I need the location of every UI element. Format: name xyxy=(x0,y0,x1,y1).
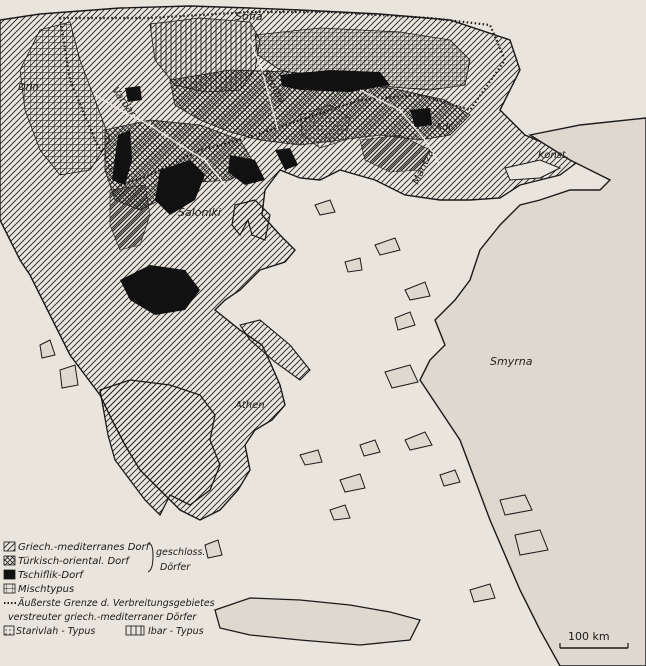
legend-bracket-label-2: Dörfer xyxy=(160,562,191,573)
label-konst: Konst. xyxy=(538,150,569,161)
scale-bar-label: 100 km xyxy=(568,630,610,643)
legend-label-misch: Mischtypus xyxy=(18,584,74,595)
label-saloniki: Saloniki xyxy=(178,206,221,219)
peloponnese xyxy=(99,379,221,517)
label-smyrna: Smyrna xyxy=(490,355,533,368)
tschiflik-4 xyxy=(275,148,298,170)
label-adr: Adr. xyxy=(434,122,455,133)
legend-swatch-griech xyxy=(3,541,16,552)
tschiflik-7 xyxy=(410,108,432,127)
label-athen: Athen xyxy=(234,400,265,411)
tschiflik-2 xyxy=(155,160,205,215)
legend-label-tschiflik: Tschiflik-Dorf xyxy=(18,570,84,581)
river-maritza xyxy=(359,89,441,166)
river-vardar xyxy=(94,94,226,186)
legend-label-starivlah: Starivlah - Typus xyxy=(16,626,95,637)
crete xyxy=(214,597,421,646)
legend-swatch-misch xyxy=(3,583,16,594)
aegean-islands xyxy=(39,199,549,603)
tschiflik-8 xyxy=(120,265,200,315)
anatolia-land xyxy=(419,117,646,666)
legend-swatch-ibar xyxy=(125,625,145,636)
label-sofia: Sofia xyxy=(235,10,263,23)
legend-swatch-tschiflik xyxy=(3,569,16,580)
legend-border-text-1: Äußerste Grenze d. Verbreitungsgebietes xyxy=(17,598,215,609)
tschiflik-5 xyxy=(280,70,390,92)
tschiflik-3 xyxy=(228,155,265,185)
river-struma xyxy=(249,39,279,131)
legend-swatch-starivlah xyxy=(3,625,15,636)
legend-border-text-2: verstreuter griech.-mediterraner Dörfer xyxy=(8,612,197,623)
label-drin: Drin xyxy=(18,82,39,93)
euboea xyxy=(239,319,311,381)
legend-swatch-turk xyxy=(3,555,16,566)
chalkidiki xyxy=(231,199,271,241)
legend: Griech.-mediterranes Dorf Türkisch-orien… xyxy=(3,541,215,637)
legend-label-griech: Griech.-mediterranes Dorf xyxy=(18,542,151,553)
legend-bracket-label-1: geschloss. xyxy=(156,547,205,558)
tschiflik-6 xyxy=(125,86,142,102)
marmara xyxy=(504,159,562,181)
region-dense-1 xyxy=(109,184,151,251)
scattered-border xyxy=(58,10,507,187)
scale-bar: 100 km xyxy=(559,630,629,649)
tschiflik-1 xyxy=(112,130,132,185)
region-mixed-west xyxy=(19,21,111,176)
region-ibar xyxy=(149,17,261,93)
region-dense-2 xyxy=(359,134,431,173)
legend-label-turk: Türkisch-oriental. Dorf xyxy=(18,556,130,567)
legend-label-ibar: Ibar - Typus xyxy=(148,626,204,637)
legend-bracket xyxy=(147,542,154,573)
